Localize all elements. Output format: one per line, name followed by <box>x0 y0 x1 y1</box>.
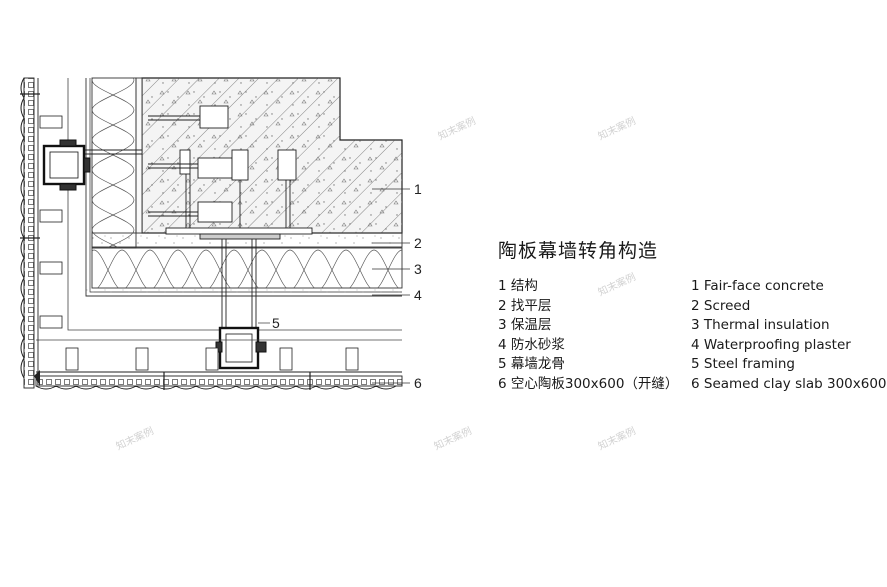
callout-3: 3 <box>414 261 422 277</box>
clay-slab-column-left <box>20 77 63 389</box>
hanger-rods <box>221 239 257 332</box>
waterproofing-plaster <box>85 78 402 297</box>
steel-framing-tube-bottom <box>215 326 267 370</box>
legend-item-en: 6 Seamed clay slab 300x600 <box>691 375 887 392</box>
legend-item-en: 5 Steel framing <box>691 356 795 372</box>
legend-item-cn: 5 幕墙龙骨 <box>498 356 565 372</box>
legend-item-en: 2 Screed <box>691 297 751 314</box>
callout-1: 1 <box>414 181 422 197</box>
watermark-text: 知末案例 <box>114 424 156 453</box>
legend-item-en: 1 Fair-face concrete <box>691 278 824 294</box>
legend-item-en: 4 Waterproofing plaster <box>691 336 851 353</box>
watermark-text: 知末案例 <box>436 114 478 143</box>
steel-framing-brackets <box>74 105 313 240</box>
legend-item-cn: 1 结构 <box>498 278 538 294</box>
callout-5: 5 <box>272 315 280 331</box>
thermal-insulation <box>91 77 403 289</box>
legend-item-en: 3 Thermal insulation <box>691 317 830 333</box>
legend-item-cn: 2 找平层 <box>498 297 552 314</box>
callout-4: 4 <box>414 287 422 303</box>
legend-english: 1 Fair-face concrete 2 Screed 3 Thermal … <box>691 277 887 394</box>
legend-item-cn: 4 防水砂浆 <box>498 336 565 353</box>
watermark-text: 知末案例 <box>432 424 474 453</box>
callout-leaders <box>258 188 410 384</box>
clay-slab-row-bottom <box>35 339 403 390</box>
legend-item-cn: 6 空心陶板300x600（开缝） <box>498 375 679 392</box>
watermark-text: 知末案例 <box>596 114 638 143</box>
legend-chinese: 1 结构 2 找平层 3 保温层 4 防水砂浆 5 幕墙龙骨 6 空心陶板300… <box>498 277 678 394</box>
watermark-text: 知末案例 <box>596 424 638 453</box>
drawing-title: 陶板幕墙转角构造 <box>498 240 659 262</box>
callout-6: 6 <box>414 375 422 391</box>
legend-item-cn: 3 保温层 <box>498 317 552 333</box>
callout-2: 2 <box>414 235 422 251</box>
steel-framing-tube-left <box>42 139 91 191</box>
